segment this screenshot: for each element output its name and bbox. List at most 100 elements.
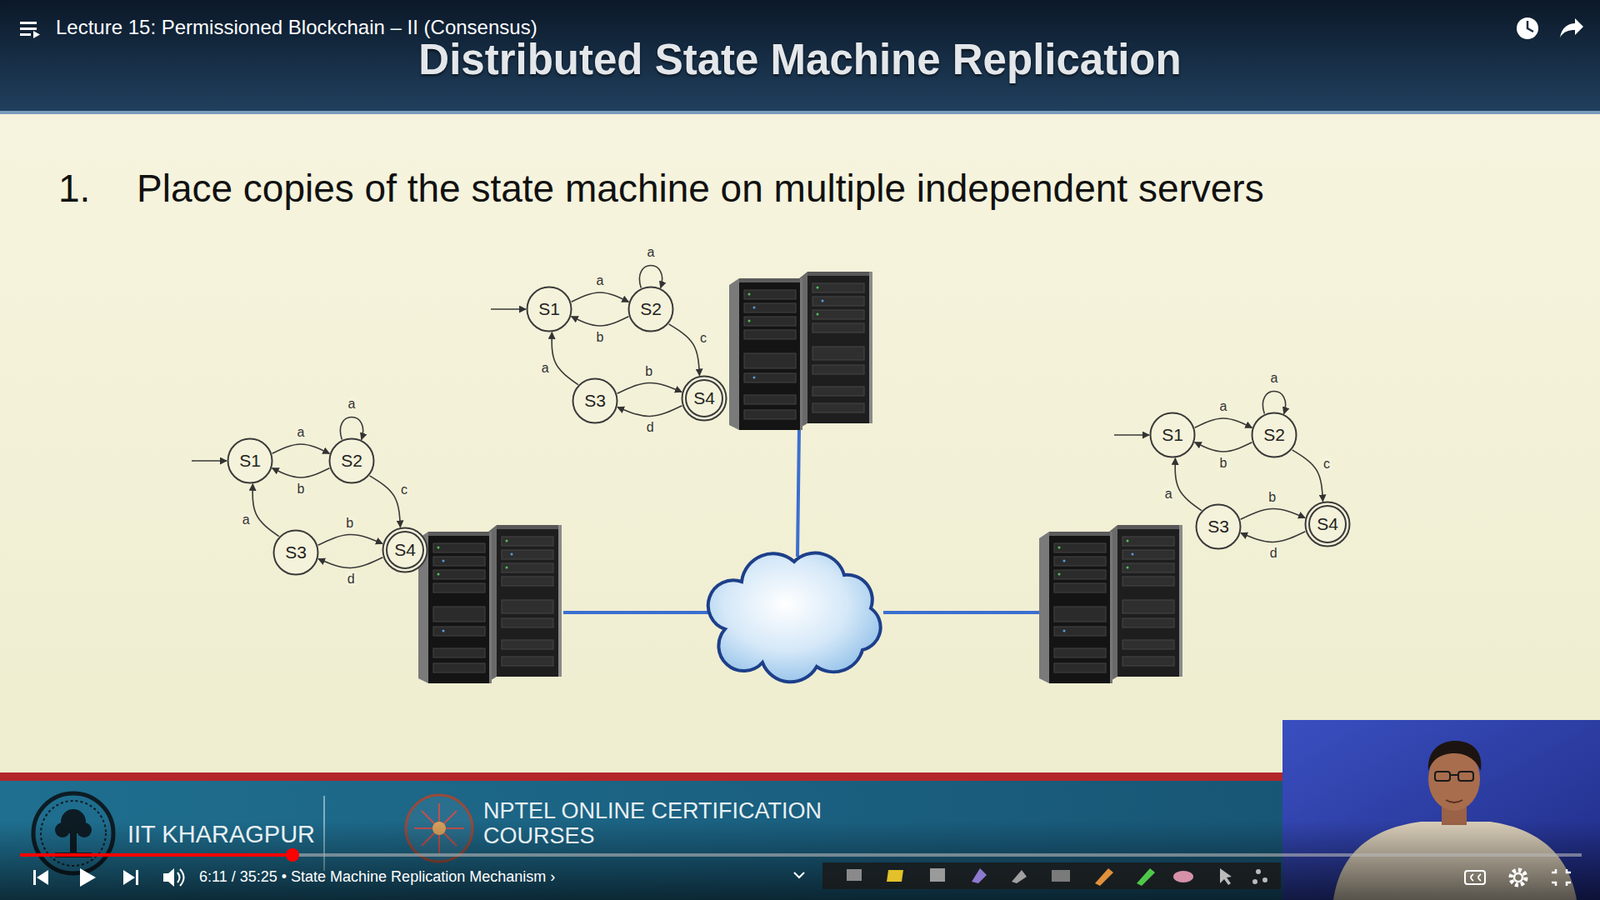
progress-bar — [285, 848, 300, 862]
course-name-box: NPTEL ONLINE CERTIFICATION COURSES — [483, 798, 842, 849]
server-rack — [729, 271, 873, 430]
state-circle: S4 — [680, 375, 728, 422]
state-ring — [1252, 413, 1297, 458]
state-ring — [228, 439, 273, 484]
loop-label: a — [1269, 370, 1280, 385]
state-ring — [274, 530, 319, 575]
player-controls — [33, 870, 36, 885]
transition-label: b — [643, 364, 655, 379]
transition-label: c — [399, 482, 410, 497]
slide-title: Distributed State Machine Replication — [418, 35, 1181, 84]
transition-label-box: a — [295, 425, 307, 440]
player-controls — [177, 872, 180, 883]
transition-label-box: d — [345, 571, 357, 587]
player-controls — [1551, 869, 1571, 886]
transition-arrow — [669, 324, 700, 376]
transition-arrow — [571, 292, 630, 302]
loop-label-box: a — [346, 396, 358, 412]
transition-label: a — [1163, 486, 1175, 501]
state-circle: S4 — [381, 526, 429, 574]
transition-label: b — [1218, 455, 1230, 470]
state-circle: S3 — [571, 377, 619, 425]
clock-icon — [1516, 17, 1539, 40]
state-label: S4 — [1316, 514, 1339, 535]
transition-label-box: d — [1268, 545, 1280, 561]
accept-ring — [386, 531, 424, 569]
player-controls — [1514, 873, 1523, 882]
transition-label: d — [645, 420, 656, 435]
presenter-video — [1458, 771, 1474, 781]
progress-bar — [20, 848, 1582, 862]
state-circle: S1 — [1149, 411, 1196, 459]
self-loop — [1262, 391, 1285, 415]
menu-icon — [33, 30, 40, 39]
state-label: S2 — [1263, 425, 1285, 445]
state-label: S2 — [340, 450, 363, 471]
transition-arrow — [571, 316, 630, 326]
video-time-chapter-box: 6:11 / 35:25 • State Machine Replication… — [199, 868, 555, 885]
transition-arrow — [1292, 450, 1324, 502]
player-controls — [1510, 870, 1526, 885]
state-ring — [629, 287, 674, 332]
transition-arrow — [1240, 531, 1305, 543]
presenter-video — [1435, 771, 1450, 781]
transition-label: b — [295, 481, 307, 496]
transition-arrow — [551, 332, 579, 385]
institute-name: IIT KHARAGPUR — [127, 820, 315, 848]
transition-arrow — [318, 534, 383, 545]
transition-label-box: a — [1163, 486, 1175, 502]
transition-arrow — [252, 484, 280, 537]
start-arrow — [490, 308, 526, 310]
drawing-toolbar — [1255, 869, 1261, 875]
course-name: NPTEL ONLINE CERTIFICATION COURSES — [483, 798, 842, 849]
player-shade — [0, 820, 1600, 900]
server-rack — [1039, 525, 1183, 684]
loop-label: a — [346, 396, 358, 411]
presenter-video — [1445, 800, 1463, 803]
player-controls — [794, 872, 805, 878]
video-time-chapter: 6:11 / 35:25 • State Machine Replication… — [199, 868, 555, 885]
drawing-toolbar — [1262, 877, 1268, 883]
clock-icon — [1516, 17, 1539, 40]
share-icon — [1560, 18, 1584, 38]
list-item-text-box: Place copies of the state machine on mul… — [136, 166, 1265, 210]
drawing-toolbar — [886, 870, 904, 882]
drawing-toolbar — [1252, 879, 1258, 885]
transition-arrow — [272, 444, 330, 454]
transition-arrow — [1240, 508, 1305, 520]
share-icon — [1560, 18, 1584, 38]
drawing-toolbar — [1136, 868, 1155, 886]
server-rack — [418, 271, 1183, 684]
list-item-text: Place copies of the state machine on mul… — [136, 166, 1265, 210]
state-label: S3 — [1207, 516, 1230, 537]
self-loop — [340, 417, 363, 440]
player-controls — [1470, 874, 1481, 881]
state-ring — [1196, 505, 1241, 550]
start-arrow — [191, 460, 227, 462]
transition-label: d — [1268, 545, 1280, 560]
player-controls — [80, 868, 96, 887]
state-circle: S4 — [1304, 500, 1351, 548]
slide-background — [0, 114, 1600, 781]
transition-label: c — [1321, 456, 1332, 471]
state-ring — [527, 287, 572, 332]
transition-arrow — [1175, 458, 1202, 511]
transition-label: a — [1218, 399, 1230, 414]
header-bar — [0, 0, 1600, 115]
state-label: S1 — [239, 450, 261, 471]
transition-label: c — [698, 330, 709, 345]
header-bar — [0, 110, 1600, 115]
header-bar — [0, 0, 1600, 115]
transition-label-box: b — [1266, 490, 1278, 505]
state-circle: S3 — [1195, 503, 1242, 550]
transition-label: a — [295, 425, 307, 440]
progress-bar — [20, 853, 1582, 857]
menu-icon — [20, 27, 37, 30]
transition-arrow — [617, 405, 682, 417]
accept-ring — [1309, 505, 1346, 543]
drawing-toolbar — [1252, 869, 1268, 885]
player-controls — [180, 869, 185, 886]
presenter-video — [1435, 771, 1474, 781]
transition-label-box: c — [698, 330, 709, 346]
state-ring — [383, 528, 428, 573]
